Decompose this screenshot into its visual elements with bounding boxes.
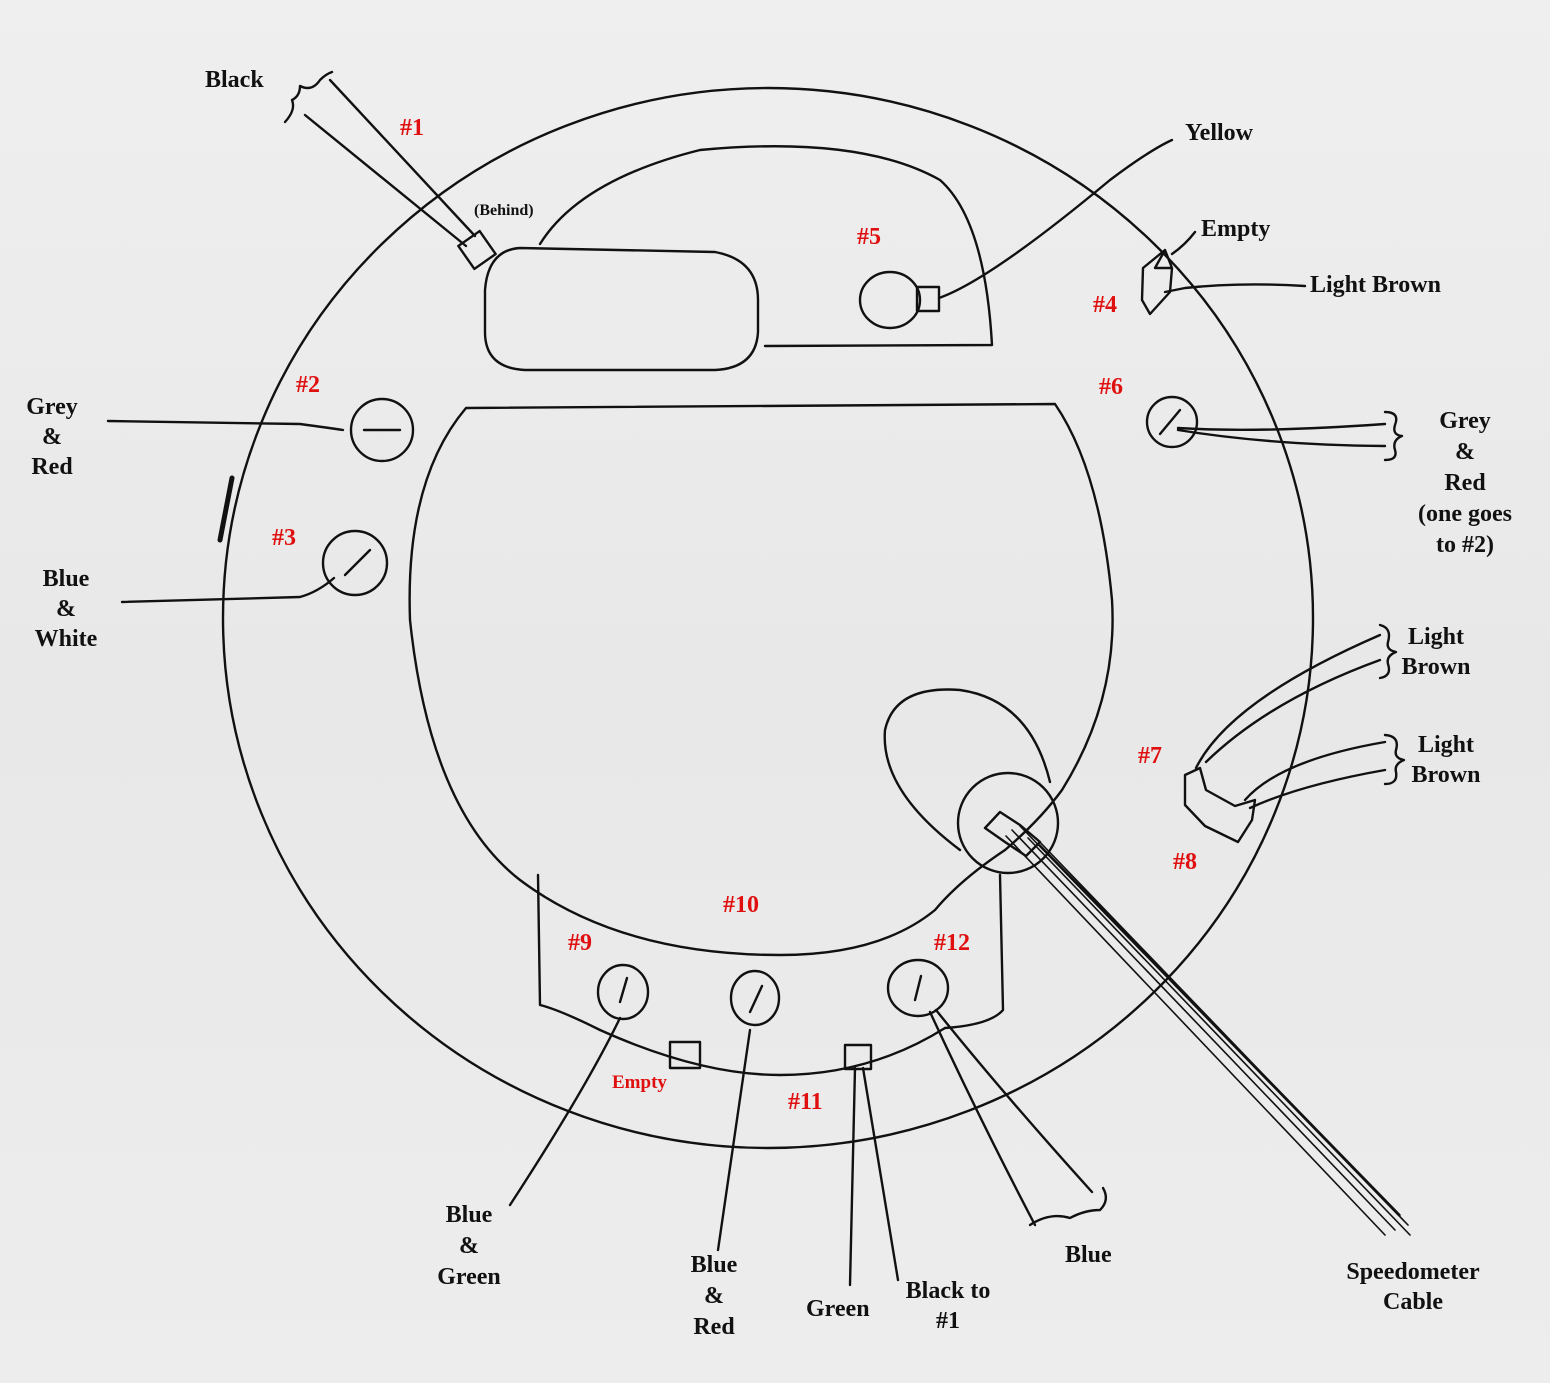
socket-7-8 [1183, 766, 1257, 844]
label-number-11: #11 [788, 1089, 823, 1115]
label-empty-top: Empty [1201, 216, 1271, 242]
label-speedometer-cable: Speedometer Cable [1346, 1259, 1480, 1315]
bottom-edge [598, 1026, 947, 1077]
socket-4 [1140, 248, 1174, 316]
wire-blue-green [508, 1016, 622, 1207]
label-behind: (Behind) [474, 202, 534, 219]
indicator-hood [538, 145, 994, 348]
label-blue-white: Blue & White [34, 566, 98, 652]
wire-green [848, 1066, 857, 1287]
wire-light-brown-4 [1163, 283, 1307, 294]
label-number-7: #7 [1138, 743, 1162, 769]
bottom-tab-left [536, 873, 602, 1032]
speedo-boss [956, 771, 1060, 875]
label-number-8: #8 [1173, 849, 1197, 875]
socket-1 [457, 229, 497, 271]
bulb-5 [858, 270, 922, 330]
label-light-brown-7b: Light Brown [1411, 732, 1481, 788]
label-number-5: #5 [857, 224, 881, 250]
housing-edge-mark [217, 475, 235, 543]
label-number-9: #9 [568, 930, 592, 956]
label-blue-red: Blue & Red [690, 1252, 738, 1340]
bulb-12-filament [913, 974, 923, 1002]
label-number-3: #3 [272, 525, 296, 551]
wire-blue-red [716, 1028, 752, 1252]
wire-black-to-1 [861, 1066, 900, 1282]
bulb-9 [596, 963, 650, 1021]
speedo-housing [883, 688, 1052, 852]
wire-light-brown-7a [1194, 633, 1382, 770]
label-blue-green: Blue & Green [437, 1202, 501, 1290]
wire-brace-black [283, 70, 334, 124]
label-yellow: Yellow [1185, 120, 1253, 146]
label-grey-red-right: Grey & Red (one goes to #2) [1418, 408, 1512, 558]
bulb-10 [729, 969, 781, 1027]
brace-blue [1028, 1186, 1108, 1227]
connector-11 [843, 1043, 873, 1071]
label-blue: Blue [1065, 1242, 1112, 1268]
wire-yellow [937, 138, 1174, 300]
label-light-brown-7a: Light Brown [1401, 624, 1471, 680]
brace-light-brown-7b [1383, 733, 1406, 786]
speedo-cable [1005, 825, 1411, 1236]
label-number-4: #4 [1093, 292, 1117, 318]
wire-blue [928, 1008, 1094, 1227]
bulb-6-filament [1158, 408, 1182, 436]
bulb-3 [321, 529, 389, 597]
indicator-pill [483, 246, 760, 372]
label-green: Green [806, 1296, 870, 1322]
brace-grey-red-right [1383, 410, 1404, 462]
bulb-6 [1145, 395, 1199, 449]
bulb-9-filament [618, 976, 629, 1004]
wire-blue-white [120, 576, 336, 604]
bulb-12 [886, 958, 950, 1018]
wire-light-brown-7b [1243, 740, 1387, 810]
bulb-3-filament [343, 548, 372, 577]
label-black-to-1: Black to #1 [905, 1278, 991, 1334]
wire-empty-4 [1170, 230, 1197, 256]
label-grey-red-left: Grey & Red [26, 394, 78, 480]
label-number-12: #12 [934, 930, 970, 956]
bulb-2 [349, 397, 415, 463]
brace-light-brown-7a [1378, 623, 1398, 680]
label-black: Black [205, 67, 264, 93]
gauge-housing-outline [221, 86, 1315, 1150]
bottom-tab-right [943, 873, 1005, 1030]
wire-grey-red-right [1176, 422, 1387, 448]
label-number-1: #1 [400, 115, 424, 141]
label-number-10: #10 [723, 892, 759, 918]
connector-empty [668, 1040, 702, 1070]
label-number-6: #6 [1099, 374, 1123, 400]
label-light-brown-4: Light Brown [1310, 272, 1441, 298]
bulb-10-filament [748, 984, 764, 1014]
speedo-fitting [983, 810, 1042, 858]
inner-body-outline [408, 402, 1114, 957]
label-empty-bottom: Empty [612, 1072, 667, 1093]
wire-black-1 [303, 78, 477, 248]
label-number-2: #2 [296, 372, 320, 398]
wire-grey-red-left [106, 419, 345, 432]
